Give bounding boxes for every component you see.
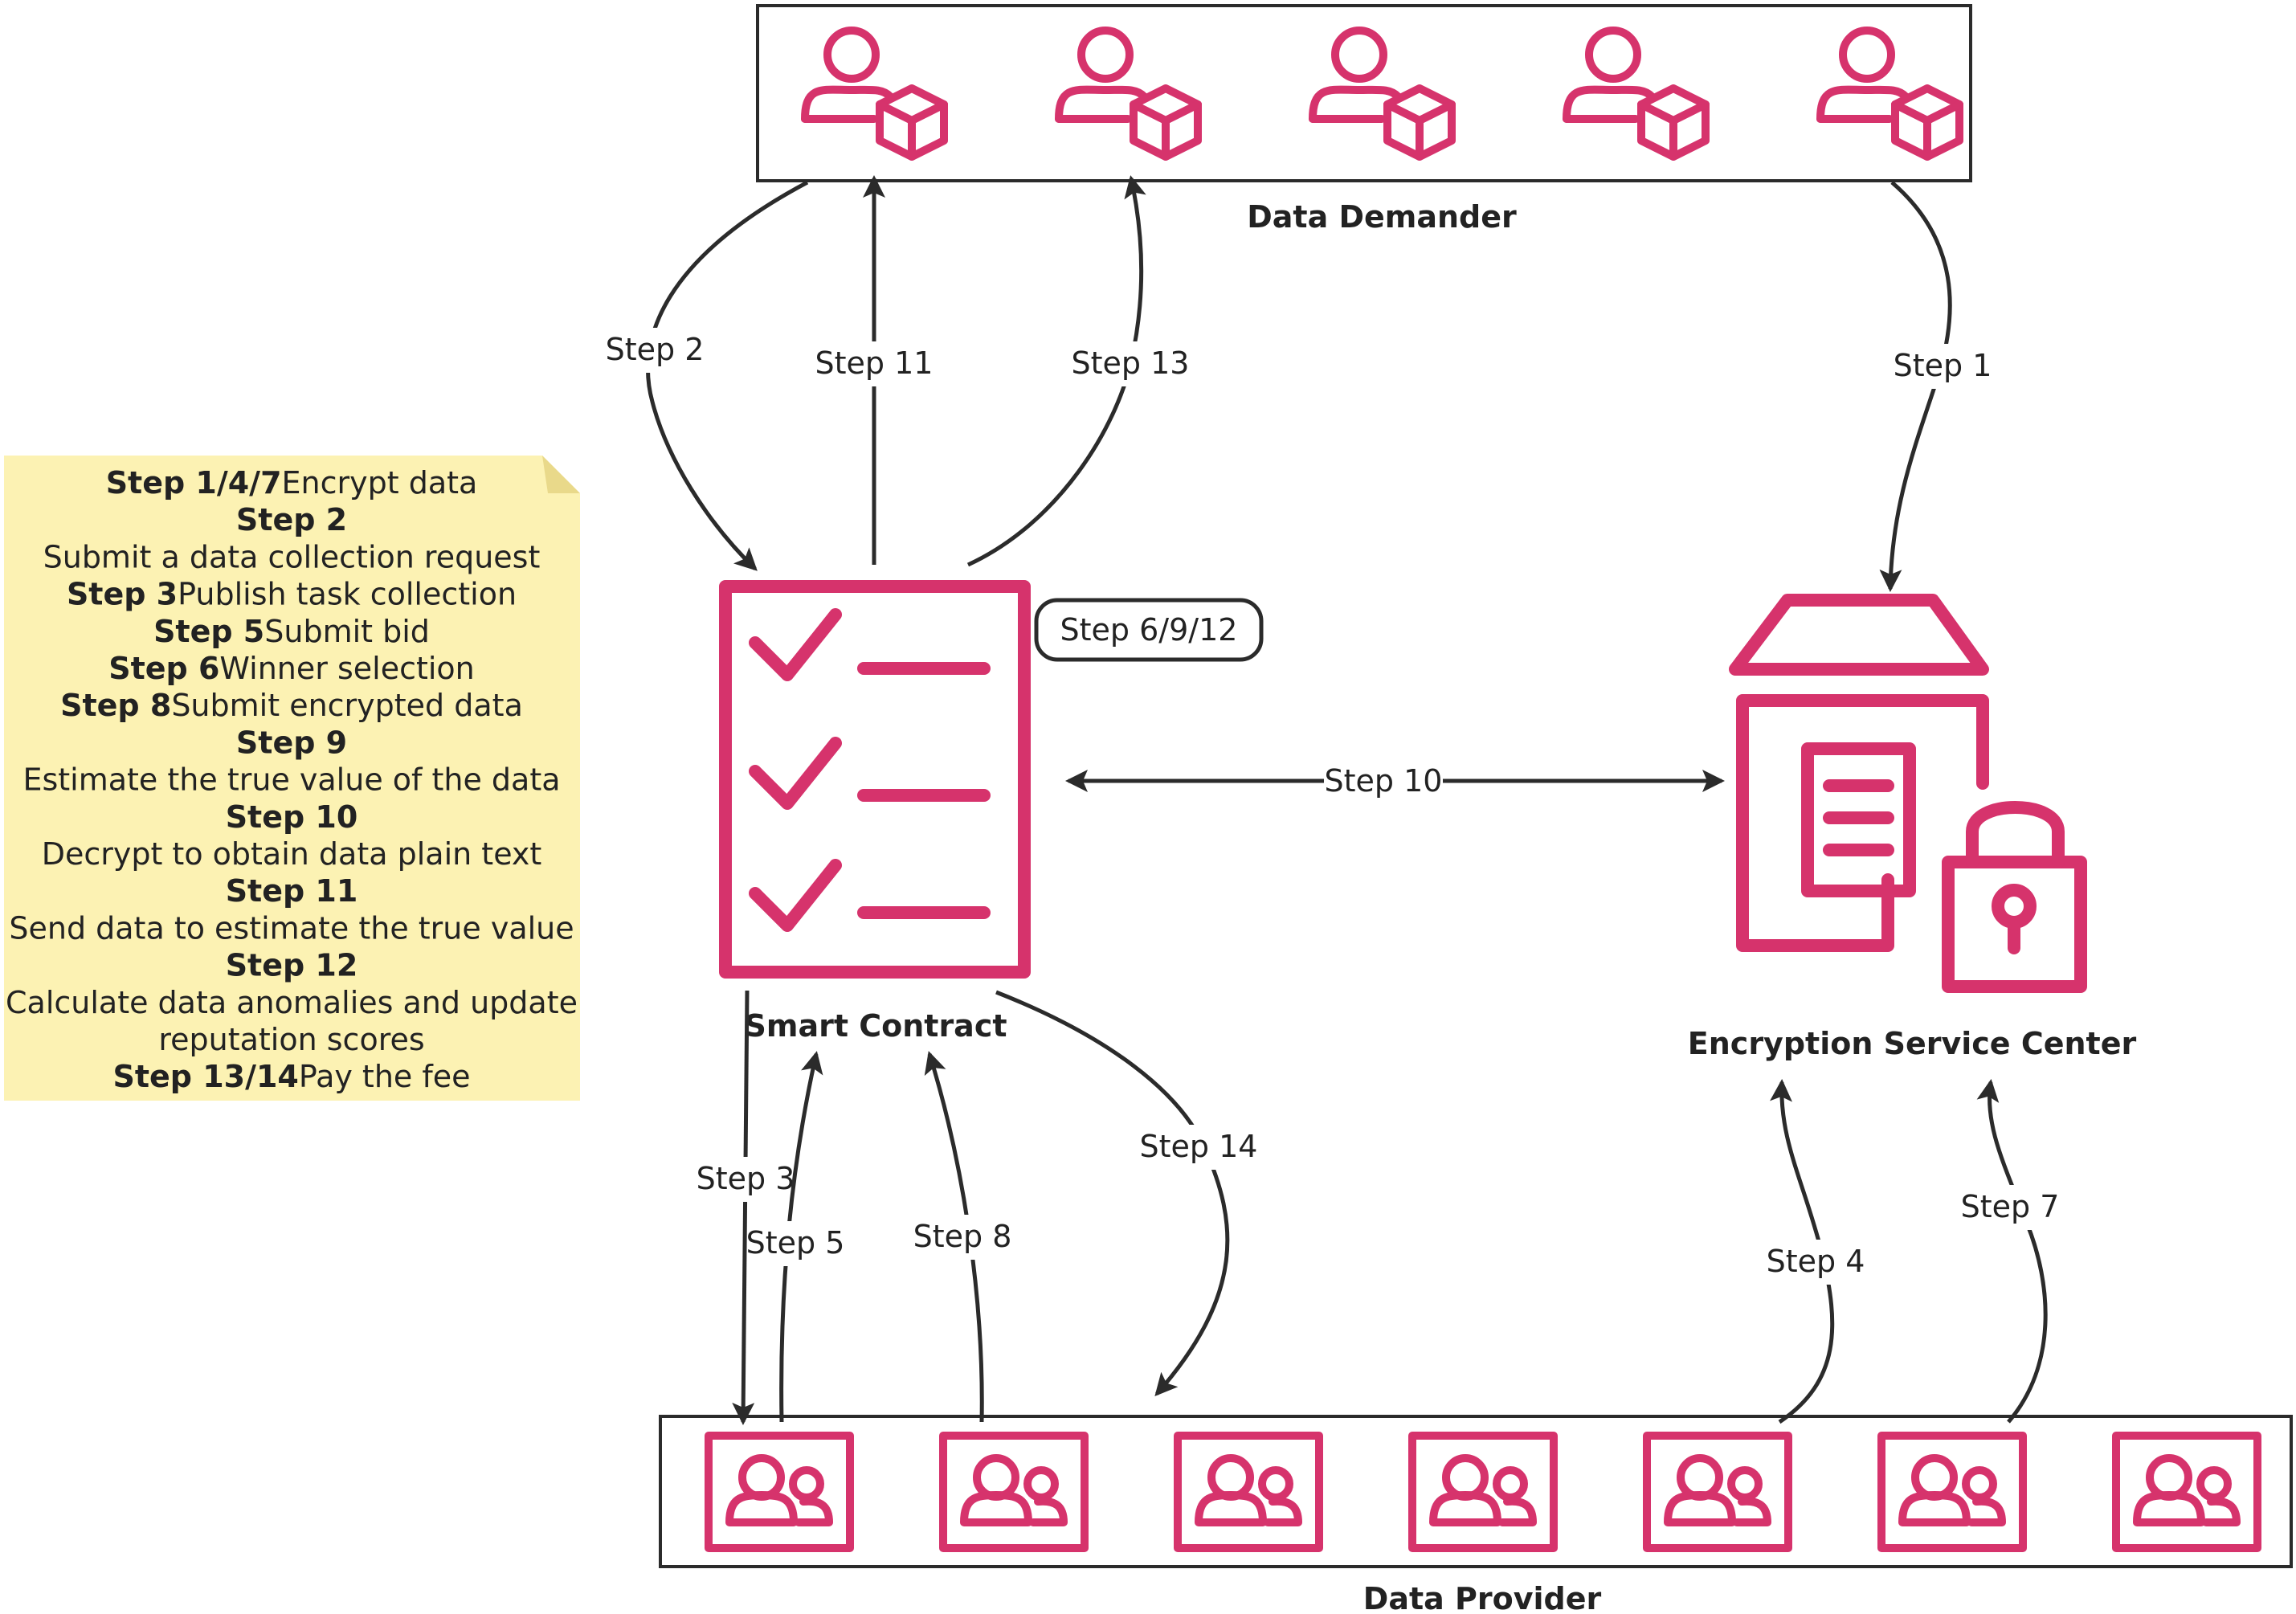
edge-step-3 [732,990,755,1425]
legend-step-label: Step 11 [226,873,358,909]
legend-line: Step 1/4/7Encrypt data [106,465,478,501]
data-provider-label: Data Provider [1363,1581,1602,1614]
legend-line: Step 6Winner selection [108,651,475,686]
legend-line: Decrypt to obtain data plain text [42,836,542,872]
edge-step-14 [995,990,1230,1397]
legend-step-description: reputation scores [158,1022,424,1057]
legend-step-description: Submit a data collection request [43,539,541,574]
legend-line: Step 3Publish task collection [67,577,517,612]
legend-step-label: Step 8 [60,688,171,723]
legend-line: Send data to estimate the true value [9,910,574,946]
legend-line: Calculate data anomalies and update [6,985,578,1020]
edge-step-2-label: Step 2 [606,332,705,367]
edge-step-13-label: Step 13 [1072,345,1190,381]
legend-step-description: Submit bid [264,614,430,649]
legend-step-description: Encrypt data [282,465,478,501]
legend-step-label: Step 12 [226,948,358,983]
legend-step-label: Step 3 [67,577,178,612]
legend-step-label: Step 13/14 [112,1059,298,1094]
step-6-9-12-label: Step 6/9/12 [1060,612,1238,648]
legend-line: Step 5Submit bid [153,614,430,649]
encryption-center-label: Encryption Service Center [1688,1026,2137,1061]
edge-step-3-label: Step 3 [697,1161,795,1196]
legend-step-description: Pay the fee [299,1059,471,1094]
edge-step-14-label: Step 14 [1140,1129,1258,1164]
legend-line: Submit a data collection request [43,539,541,574]
edge-step-8-label: Step 8 [913,1219,1012,1254]
legend-step-label: Step 10 [226,799,358,835]
legend-step-description: Publish task collection [178,577,517,612]
legend-line: Step 10 [226,799,358,835]
data-demander-label: Data Demander [1247,199,1517,235]
legend-step-label: Step 9 [236,725,347,760]
legend-step-label: Step 6 [108,651,219,686]
legend-line: Step 13/14Pay the fee [112,1059,470,1094]
edge-step-1-label: Step 1 [1894,348,1992,383]
legend-line: Step 8Submit encrypted data [60,688,523,723]
edge-step-4-label: Step 4 [1767,1244,1865,1279]
legend-line: Step 12 [226,948,358,983]
edge-step-7 [1976,1079,2048,1424]
legend-step-description: Winner selection [219,651,474,686]
edge-step-11-label: Step 11 [815,345,934,381]
legend-step-label: Step 1/4/7 [106,465,282,501]
edge-step-5-label: Step 5 [746,1225,845,1261]
legend-line: Estimate the true value of the data [22,762,560,798]
legend-line: Step 2 [236,502,347,537]
legend-step-description: Submit encrypted data [171,688,523,723]
edge-step-10-label: Step 10 [1325,763,1443,799]
legend-line: reputation scores [158,1022,424,1057]
legend-line: Step 9 [236,725,347,760]
step-6-9-12-badge [1034,598,1264,662]
checklist-icon [719,580,1031,979]
legend-step-description: Calculate data anomalies and update [6,985,578,1020]
legend-line: Step 11 [226,873,358,909]
edge-step-7-label: Step 7 [1961,1189,2060,1224]
smart-contract-label: Smart Contract [744,1008,1007,1044]
legend-step-label: Step 2 [236,502,347,537]
legend-step-description: Send data to estimate the true value [9,910,574,946]
legend-step-description: Decrypt to obtain data plain text [42,836,542,872]
document-lock-icon [1729,594,2087,993]
legend-step-description: Estimate the true value of the data [22,762,560,798]
legend-step-label: Step 5 [153,614,264,649]
legend-note [4,456,580,1101]
edge-step-2 [646,180,809,571]
